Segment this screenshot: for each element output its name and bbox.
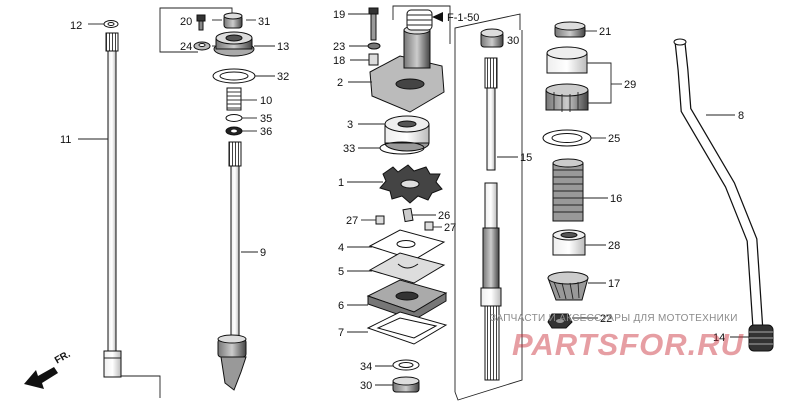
callout-32: 32 [277, 71, 289, 83]
callout-21: 21 [599, 26, 611, 38]
part-4-gasket [368, 229, 446, 261]
part-25-shim [542, 129, 592, 147]
part-27-pin-left [375, 215, 385, 225]
part-35-ring [225, 114, 243, 122]
part-2-pump-case [369, 25, 445, 113]
callout-16: 16 [610, 193, 622, 205]
callout-34: 34 [360, 361, 372, 373]
callout-27-right: 27 [444, 222, 456, 234]
part-9-shaft [217, 141, 247, 391]
part-21-seal [554, 21, 586, 38]
part-32-gasket [212, 68, 256, 84]
part-26-key [402, 207, 414, 223]
callout-25: 25 [608, 133, 620, 145]
callout-labels: 12 11 20 31 24 13 32 10 35 36 9 19 23 18… [60, 9, 744, 392]
callout-22: 22 [600, 313, 612, 325]
part-7-gasket [366, 311, 448, 345]
callout-31: 31 [258, 16, 270, 28]
reference-label: F-1-50 [447, 12, 479, 24]
callout-24: 24 [180, 41, 192, 53]
callout-36: 36 [260, 126, 272, 138]
part-11-shift-shaft [103, 32, 122, 378]
reference-arrow [432, 12, 443, 22]
callout-5: 5 [338, 266, 344, 278]
part-18-pin [368, 53, 379, 66]
callout-18: 18 [333, 55, 345, 67]
callout-12: 12 [70, 20, 82, 32]
part-14-grommet [748, 324, 774, 352]
part-5-plate [368, 252, 446, 284]
callout-17: 17 [608, 278, 620, 290]
part-28-bearing [552, 229, 586, 256]
callout-4: 4 [338, 242, 344, 254]
callout-13: 13 [277, 41, 289, 53]
callout-23: 23 [333, 41, 345, 53]
part-27-pin-right [424, 221, 434, 231]
callout-6: 6 [338, 300, 344, 312]
callout-9: 9 [260, 247, 266, 259]
callout-28: 28 [608, 240, 620, 252]
callout-14: 14 [713, 332, 725, 344]
part-36-clip [225, 126, 243, 136]
part-1-impeller [379, 164, 443, 204]
part-19-bolt [368, 7, 379, 41]
part-17-gear [547, 271, 589, 301]
callout-29: 29 [624, 79, 636, 91]
callout-7: 7 [338, 327, 344, 339]
callout-27-left: 27 [346, 215, 358, 227]
part-29-bearing [545, 46, 589, 112]
watermark-logo: PARTSFOR.RU [512, 327, 745, 362]
part-10-spring [226, 87, 242, 111]
callout-11: 11 [60, 134, 71, 146]
callout-10: 10 [260, 95, 272, 107]
callout-8: 8 [738, 110, 744, 122]
part-34-ring [392, 359, 420, 371]
callout-15: 15 [520, 152, 532, 164]
part-grommet-top [406, 9, 433, 31]
callout-3: 3 [347, 119, 353, 131]
callout-2: 2 [337, 77, 343, 89]
callout-35: 35 [260, 113, 272, 125]
part-13-holder [213, 31, 255, 57]
part-16-spring [552, 158, 584, 222]
callout-19: 19 [333, 9, 345, 21]
callout-33: 33 [343, 143, 355, 155]
part-31-seal [223, 12, 243, 29]
part-23-washer [367, 42, 381, 50]
part-22-nut [547, 313, 573, 329]
part-15-drive-shaft [480, 57, 502, 381]
callout-26: 26 [438, 210, 450, 222]
part-8-rod [673, 38, 764, 331]
part-3-liner [384, 115, 430, 152]
watermark-caption: ЗАПЧАСТИ И АКСЕССУАРЫ ДЛЯ МОТОТЕХНИКИ [490, 313, 738, 324]
callout-20: 20 [180, 16, 192, 28]
part-30-seal-top [480, 28, 504, 48]
callout-1: 1 [338, 177, 344, 189]
part-12-clip [103, 20, 119, 28]
part-24-washer [193, 41, 211, 51]
front-arrow-icon [24, 367, 58, 389]
part-30-seal-bottom [392, 376, 420, 393]
callout-30-top: 30 [507, 35, 519, 47]
callout-30-bottom: 30 [360, 380, 372, 392]
part-20-bolt [196, 14, 206, 31]
